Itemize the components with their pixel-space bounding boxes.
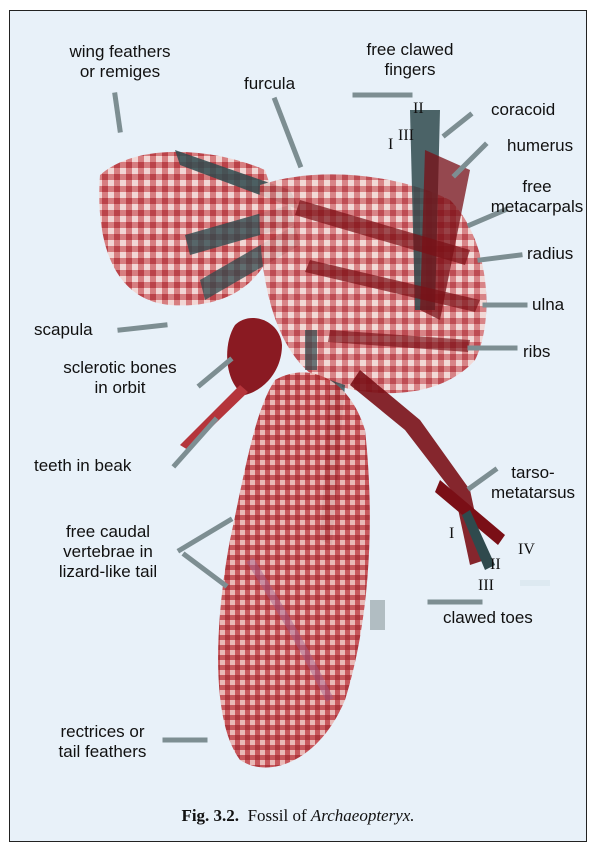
label-free-metacarpals: free metacarpals xyxy=(472,177,600,217)
numeral-finger-3: III xyxy=(398,127,414,145)
label-free-metacarpals-line1: free xyxy=(472,177,600,197)
label-free-clawed-line2: fingers xyxy=(355,60,465,80)
numeral-toe-4: IV xyxy=(518,541,535,559)
caption-number: Fig. 3.2. xyxy=(181,806,239,825)
label-ribs: ribs xyxy=(523,342,550,362)
numeral-toe-3: III xyxy=(478,577,494,595)
label-free-caudal-vertebrae: free caudal vertebrae in lizard-like tai… xyxy=(38,522,178,582)
numeral-finger-1: I xyxy=(388,136,393,154)
label-rectrices-line2: tail feathers xyxy=(40,742,165,762)
label-tarsometatarsus: tarso- metatarsus xyxy=(488,463,578,503)
label-clawed-toes: clawed toes xyxy=(443,608,533,628)
label-wing-feathers-line1: wing feathers xyxy=(55,42,185,62)
label-tarso-line2: metatarsus xyxy=(488,483,578,503)
label-wing-feathers: wing feathers or remiges xyxy=(55,42,185,82)
caption-species: Archaeopteryx. xyxy=(311,806,415,825)
numeral-toe-1: I xyxy=(449,525,454,543)
label-free-clawed-line1: free clawed xyxy=(355,40,465,60)
label-caudal-line1: free caudal xyxy=(38,522,178,542)
numeral-toe-2: II xyxy=(490,556,501,574)
label-rectrices: rectrices or tail feathers xyxy=(40,722,165,762)
label-teeth-in-beak: teeth in beak xyxy=(34,456,131,476)
label-radius: radius xyxy=(527,244,573,264)
label-furcula: furcula xyxy=(244,74,295,94)
label-sclerotic-line1: sclerotic bones xyxy=(45,358,195,378)
label-free-clawed-fingers: free clawed fingers xyxy=(355,40,465,80)
label-free-metacarpals-line2: metacarpals xyxy=(472,197,600,217)
label-ulna: ulna xyxy=(532,295,564,315)
label-tarso-line1: tarso- xyxy=(488,463,578,483)
label-sclerotic-bones: sclerotic bones in orbit xyxy=(45,358,195,398)
label-rectrices-line1: rectrices or xyxy=(40,722,165,742)
caption-text: Fossil of xyxy=(248,806,311,825)
label-scapula: scapula xyxy=(34,320,93,340)
label-humerus: humerus xyxy=(507,136,573,156)
label-caudal-line2: vertebrae in xyxy=(38,542,178,562)
figure-caption: Fig. 3.2. Fossil of Archaeopteryx. xyxy=(9,806,587,826)
label-caudal-line3: lizard-like tail xyxy=(38,562,178,582)
label-wing-feathers-line2: or remiges xyxy=(55,62,185,82)
label-sclerotic-line2: in orbit xyxy=(45,378,195,398)
label-coracoid: coracoid xyxy=(491,100,555,120)
tail-region xyxy=(218,372,370,767)
numeral-finger-2: II xyxy=(413,100,424,118)
